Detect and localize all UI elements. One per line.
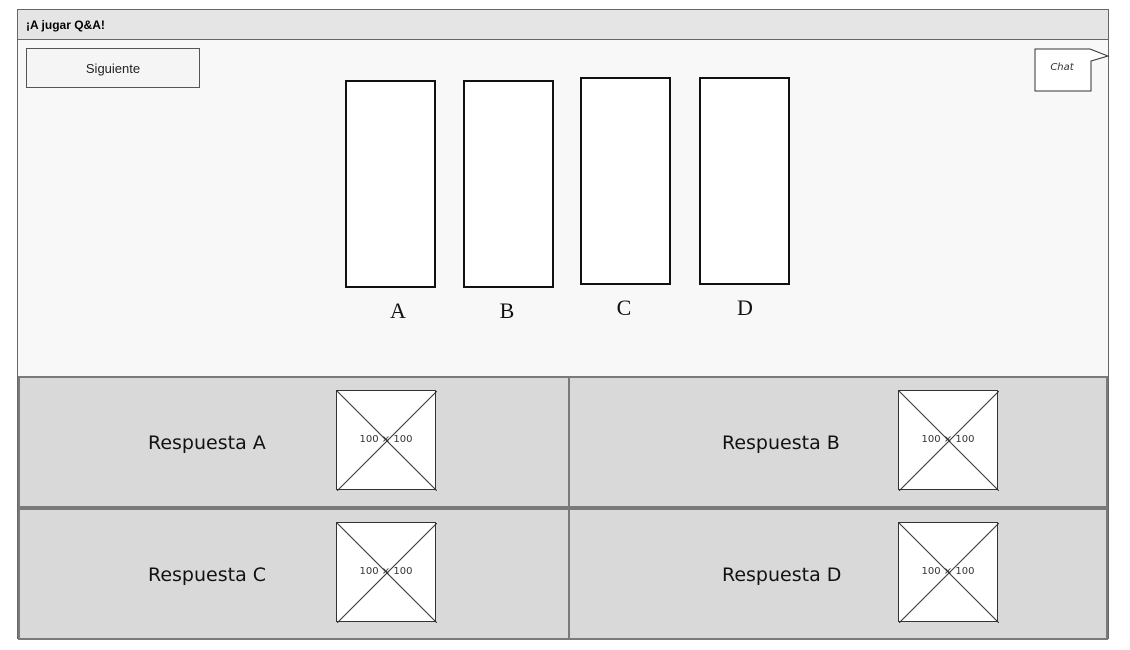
image-placeholder-icon: [337, 523, 437, 623]
answer-d-button[interactable]: Respuesta D 100 × 100: [568, 508, 1108, 640]
answer-b-image-size: 100 × 100: [921, 434, 975, 445]
bar-a: [345, 80, 436, 288]
answer-b-image: 100 × 100: [898, 390, 999, 491]
next-button[interactable]: Siguiente: [26, 48, 200, 88]
bar-b: [463, 80, 554, 288]
bar-label-a: A: [390, 298, 406, 323]
answer-d-image-size: 100 × 100: [921, 566, 975, 577]
image-placeholder-icon: [899, 391, 999, 491]
answer-grid: Respuesta A 100 × 100 Respuesta B 100 × …: [18, 376, 1108, 640]
answer-c-button[interactable]: Respuesta C 100 × 100: [18, 508, 570, 640]
bar-d: [699, 77, 790, 285]
answer-b-button[interactable]: Respuesta B 100 × 100: [568, 376, 1108, 508]
answer-a-image: 100 × 100: [336, 390, 437, 491]
game-window: ¡A jugar Q&A! Siguiente Chat A B C D Res…: [17, 9, 1110, 640]
answer-c-image-size: 100 × 100: [359, 566, 413, 577]
image-placeholder-icon: [337, 391, 437, 491]
chat-label: Chat: [1050, 62, 1074, 73]
answer-d-image: 100 × 100: [898, 522, 999, 623]
chat-button[interactable]: Chat: [1034, 48, 1110, 92]
speech-bubble-icon: [1034, 48, 1110, 92]
title-bar: ¡A jugar Q&A!: [18, 10, 1108, 40]
bar-label-d: D: [737, 295, 753, 320]
answer-a-image-size: 100 × 100: [359, 434, 413, 445]
answer-c-image: 100 × 100: [336, 522, 437, 623]
answer-c-label: Respuesta C: [148, 564, 267, 586]
bar-label-b: B: [499, 298, 515, 323]
answer-a-button[interactable]: Respuesta A 100 × 100: [18, 376, 570, 508]
answer-a-label: Respuesta A: [148, 432, 266, 454]
answer-d-label: Respuesta D: [722, 564, 842, 586]
image-placeholder-icon: [899, 523, 999, 623]
window-title: ¡A jugar Q&A!: [26, 18, 105, 32]
bar-label-c: C: [616, 295, 632, 320]
bar-c: [580, 77, 671, 285]
answer-b-label: Respuesta B: [722, 432, 840, 454]
